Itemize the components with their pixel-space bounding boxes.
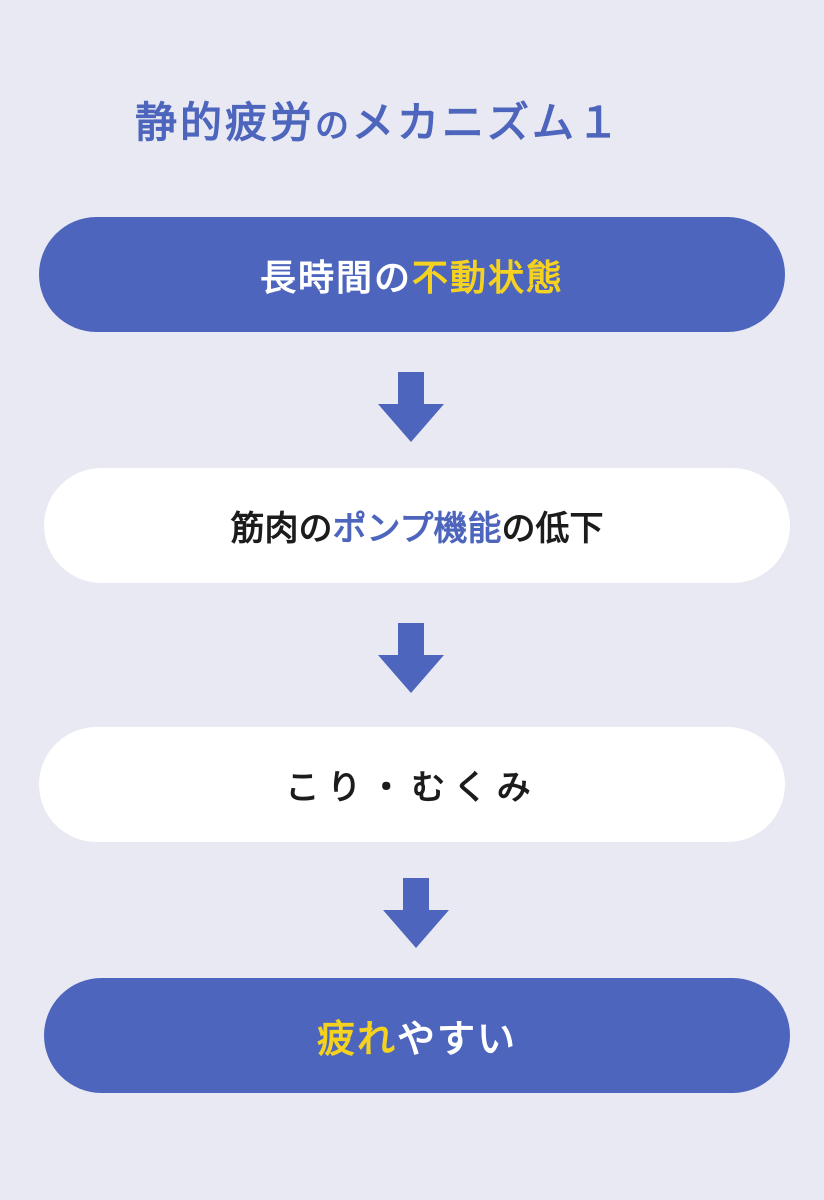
step-2-text-b: ポンプ機能	[332, 509, 502, 549]
step-1-box: 長時間の不動状態	[39, 217, 785, 332]
step-4-text-b: やすい	[397, 1017, 518, 1061]
step-2-box: 筋肉のポンプ機能の低下	[44, 468, 790, 583]
step-4-box: 疲れやすい	[44, 978, 790, 1093]
arrow-down-icon	[378, 372, 444, 442]
title-connector: の	[315, 106, 353, 146]
title-main: 静的疲労	[135, 98, 316, 147]
arrow-down-icon	[383, 878, 449, 948]
arrow-down-icon	[378, 623, 444, 693]
diagram-title: 静的疲労のメカニズム１	[135, 95, 622, 154]
title-rest: メカニズム１	[352, 98, 623, 147]
step-1-text-a: 長時間の	[259, 257, 412, 299]
step-4-text-a: 疲れ	[316, 1017, 397, 1061]
step-2-text-c: の低下	[501, 509, 604, 549]
step-2-text-a: 筋肉の	[230, 509, 333, 549]
step-1-text-b: 不動状態	[412, 257, 565, 299]
step-3-text: こり・むくみ	[285, 768, 539, 808]
step-3-box: こり・むくみ	[39, 727, 785, 842]
